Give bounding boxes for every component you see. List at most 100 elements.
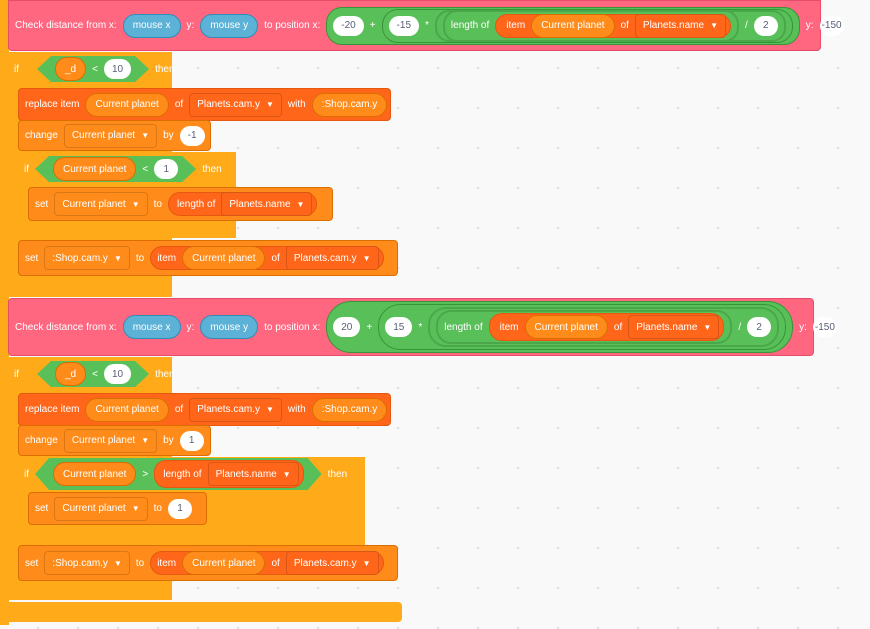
block-label: set bbox=[25, 557, 39, 569]
number-input[interactable]: 15 bbox=[385, 317, 413, 337]
current-planet-reporter[interactable]: Current planet bbox=[85, 397, 169, 422]
set-variable-block[interactable]: set Current planet▼ to length of Planets… bbox=[28, 187, 333, 221]
block-label: set bbox=[35, 503, 49, 514]
y-input[interactable]: -150 bbox=[819, 15, 844, 36]
block-label: if bbox=[24, 468, 29, 480]
greater-than-operator[interactable]: Current planet > length of Planets.name▼ bbox=[35, 458, 322, 490]
number-input[interactable]: -15 bbox=[388, 15, 419, 36]
list-dropdown[interactable]: Planets.name▼ bbox=[221, 192, 313, 216]
number-input[interactable]: -20 bbox=[333, 15, 364, 36]
operator-label: < bbox=[142, 163, 149, 175]
less-than-operator[interactable]: Current planet < 1 bbox=[35, 156, 196, 182]
current-planet-reporter[interactable]: Current planet bbox=[531, 13, 615, 38]
list-dropdown[interactable]: Planets.name▼ bbox=[634, 13, 726, 38]
list-dropdown[interactable]: Planets.cam.y▼ bbox=[285, 246, 379, 270]
dropdown-value: Current planet bbox=[62, 198, 126, 210]
set-variable-block[interactable]: set :Shop.cam.y▼ to item Current planet … bbox=[18, 240, 398, 276]
operator-label: + bbox=[366, 321, 373, 333]
length-of-operator[interactable]: length of item Current planet of Planets… bbox=[442, 9, 739, 42]
length-of-list-reporter[interactable]: length of Planets.name▼ bbox=[167, 192, 318, 216]
mouse-y-reporter[interactable]: mouse y bbox=[200, 13, 259, 38]
number-input[interactable]: -1 bbox=[179, 125, 205, 146]
item-of-list-reporter[interactable]: item Current planet of Planets.name▼ bbox=[488, 313, 725, 341]
list-dropdown[interactable]: Planets.cam.y▼ bbox=[285, 551, 379, 575]
number-input[interactable]: 20 bbox=[333, 317, 361, 337]
operator-label: < bbox=[92, 368, 98, 380]
d-reporter[interactable]: _d bbox=[55, 57, 86, 81]
shop-cam-y-reporter[interactable]: :Shop.cam.y bbox=[311, 92, 388, 117]
variable-dropdown[interactable]: :Shop.cam.y▼ bbox=[44, 551, 130, 575]
replace-item-block[interactable]: replace item Current planet of Planets.c… bbox=[18, 88, 391, 121]
block-label: to bbox=[153, 198, 162, 210]
d-reporter[interactable]: _d bbox=[55, 362, 86, 386]
dropdown-value: Planets.name bbox=[636, 321, 698, 333]
operator-label: / bbox=[738, 321, 742, 333]
number-input[interactable]: 1 bbox=[154, 159, 178, 179]
block-label: of bbox=[271, 557, 280, 569]
divide-operator[interactable]: length of item Current planet of Planets… bbox=[428, 307, 780, 347]
list-dropdown[interactable]: Planets.name▼ bbox=[208, 462, 299, 486]
mouse-y-reporter[interactable]: mouse y bbox=[200, 315, 259, 339]
change-variable-block[interactable]: change Current planet▼ by 1 bbox=[18, 425, 211, 456]
block-label: change bbox=[25, 130, 58, 141]
number-input[interactable]: 10 bbox=[104, 59, 131, 79]
item-of-list-reporter[interactable]: item Current planet of Planets.name▼ bbox=[495, 13, 731, 38]
current-planet-reporter[interactable]: Current planet bbox=[53, 157, 136, 181]
block-label: then bbox=[202, 163, 222, 175]
variable-dropdown[interactable]: Current planet▼ bbox=[54, 496, 148, 521]
dropdown-value: Planets.name bbox=[215, 468, 277, 480]
dropdown-value: Planets.cam.y bbox=[197, 99, 260, 110]
less-than-operator[interactable]: _d < 10 bbox=[37, 56, 149, 82]
list-dropdown[interactable]: Planets.cam.y▼ bbox=[189, 397, 282, 422]
shop-cam-y-reporter[interactable]: :Shop.cam.y bbox=[311, 397, 388, 422]
set-variable-block[interactable]: set Current planet▼ to 1 bbox=[28, 492, 207, 525]
variable-dropdown[interactable]: Current planet▼ bbox=[54, 192, 148, 216]
replace-item-block[interactable]: replace item Current planet of Planets.c… bbox=[18, 393, 391, 426]
mouse-x-reporter[interactable]: mouse x bbox=[122, 315, 181, 339]
current-planet-reporter[interactable]: Current planet bbox=[524, 315, 608, 339]
multiply-operator[interactable]: -15 * length of item Current planet of P… bbox=[381, 8, 793, 43]
check-distance-block-2[interactable]: Check distance from x: mouse x y: mouse … bbox=[8, 298, 837, 356]
multiply-operator[interactable]: 15 * length of item Current planet of Pl… bbox=[378, 304, 787, 350]
list-dropdown[interactable]: Planets.name▼ bbox=[628, 315, 720, 339]
current-planet-reporter[interactable]: Current planet bbox=[182, 246, 266, 270]
operator-label: * bbox=[418, 321, 423, 333]
current-planet-reporter[interactable]: Current planet bbox=[85, 92, 169, 117]
block-label: Check distance from x: bbox=[15, 321, 117, 333]
less-than-operator[interactable]: _d < 10 bbox=[37, 361, 149, 387]
caret-down-icon: ▼ bbox=[296, 199, 305, 209]
variable-dropdown[interactable]: Current planet▼ bbox=[63, 428, 158, 453]
length-of-list-reporter[interactable]: length of Planets.name▼ bbox=[154, 460, 303, 488]
divide-operator[interactable]: length of item Current planet of Planets… bbox=[434, 9, 786, 42]
number-input[interactable]: 2 bbox=[753, 15, 778, 36]
list-dropdown[interactable]: Planets.cam.y▼ bbox=[189, 92, 282, 117]
add-operator[interactable]: 20 + 15 * length of item Current planet … bbox=[326, 301, 794, 353]
variable-dropdown[interactable]: Current planet▼ bbox=[63, 123, 158, 148]
variable-dropdown[interactable]: :Shop.cam.y▼ bbox=[44, 246, 130, 270]
check-distance-block-1[interactable]: Check distance from x: mouse x y: mouse … bbox=[8, 0, 844, 51]
block-label: if bbox=[14, 63, 19, 75]
operator-label: * bbox=[425, 20, 429, 31]
operator-label: / bbox=[744, 20, 748, 31]
change-variable-block[interactable]: change Current planet▼ by -1 bbox=[18, 120, 211, 151]
dropdown-value: Planets.name bbox=[642, 20, 705, 31]
add-operator[interactable]: -20 + -15 * length of item Current plane… bbox=[326, 6, 800, 45]
block-label: if bbox=[24, 163, 29, 175]
y-input[interactable]: -150 bbox=[812, 317, 837, 337]
current-planet-reporter[interactable]: Current planet bbox=[53, 462, 136, 486]
length-of-operator[interactable]: length of item Current planet of Planets… bbox=[436, 310, 733, 344]
block-label: of bbox=[174, 99, 184, 110]
item-of-list-reporter[interactable]: item Current planet of Planets.cam.y▼ bbox=[150, 246, 384, 270]
set-variable-block[interactable]: set :Shop.cam.y▼ to item Current planet … bbox=[18, 545, 398, 581]
item-of-list-reporter[interactable]: item Current planet of Planets.cam.y▼ bbox=[150, 551, 384, 575]
number-input[interactable]: 1 bbox=[179, 430, 204, 451]
number-input[interactable]: 10 bbox=[104, 364, 131, 384]
operator-label: length of bbox=[450, 20, 490, 31]
outer-c-block-bottom bbox=[8, 602, 402, 622]
current-planet-reporter[interactable]: Current planet bbox=[182, 551, 266, 575]
block-label: y: bbox=[799, 321, 807, 333]
mouse-x-reporter[interactable]: mouse x bbox=[122, 13, 181, 38]
number-input[interactable]: 2 bbox=[747, 317, 772, 337]
number-input[interactable]: 1 bbox=[167, 498, 192, 519]
block-label: y: bbox=[805, 20, 814, 31]
